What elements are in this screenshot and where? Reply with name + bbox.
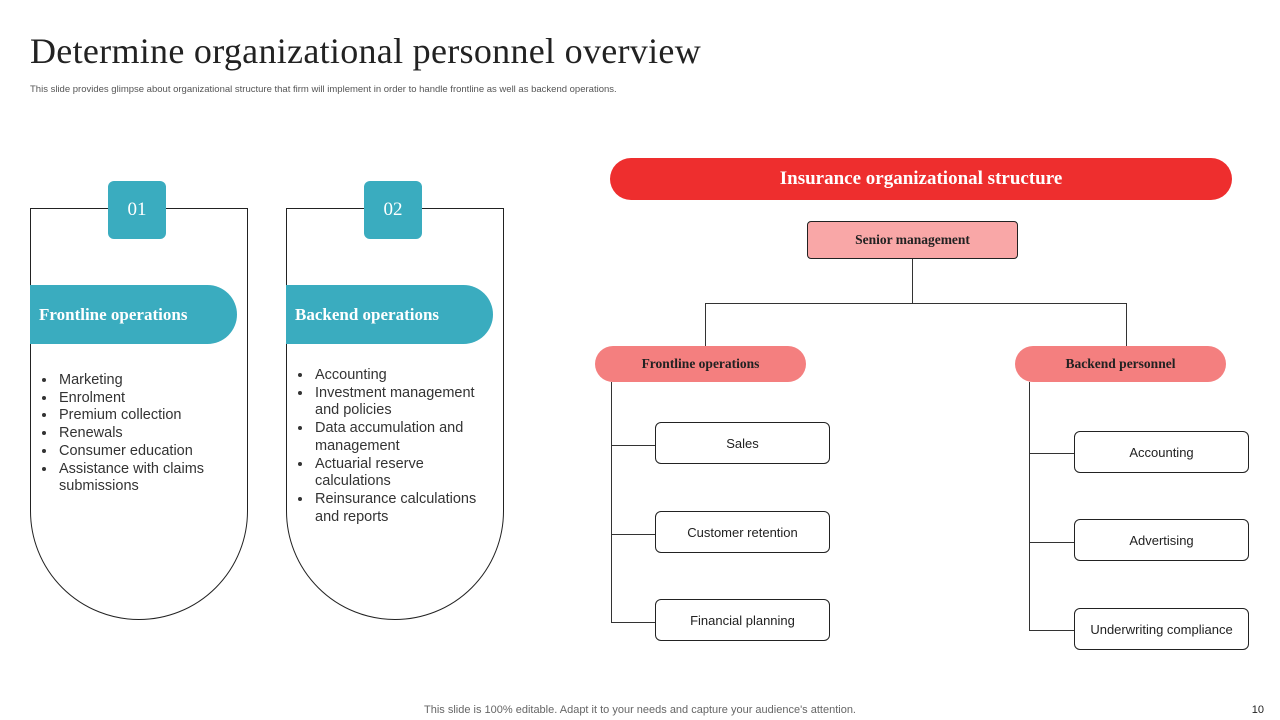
org-branch-backend: Backend personnel [1015,346,1226,382]
list-item: Assistance with claims submissions [57,461,237,496]
connector-line [611,445,655,446]
connector-line [1029,382,1030,631]
list-item: Accounting [313,367,493,385]
card-item-list: Accounting Investment management and pol… [295,367,493,526]
org-leaf-node: Advertising [1074,519,1249,561]
card-item-list: Marketing Enrolment Premium collection R… [39,372,237,496]
list-item: Reinsurance calculations and reports [313,491,493,526]
connector-line [1029,542,1074,543]
slide-subtitle: This slide provides glimpse about organi… [30,84,617,95]
connector-line [1029,630,1074,631]
card-number-badge: 02 [364,181,422,239]
org-leaf-node: Sales [655,422,830,464]
org-leaf-node: Financial planning [655,599,830,641]
connector-line [1029,453,1074,454]
connector-line [705,303,1127,304]
org-root-node: Senior management [807,221,1018,259]
card-frontline: 01 Frontline operations Marketing Enrolm… [30,181,248,620]
card-header: Backend operations [286,285,493,344]
connector-line [705,303,706,346]
slide-title: Determine organizational personnel overv… [30,31,701,71]
list-item: Data accumulation and management [313,420,493,455]
connector-line [1126,303,1127,346]
card-header: Frontline operations [30,285,237,344]
connector-line [912,259,913,304]
slide-footer: This slide is 100% editable. Adapt it to… [424,704,856,716]
page-number: 10 [1251,704,1264,716]
list-item: Investment management and policies [313,385,493,420]
list-item: Actuarial reserve calculations [313,456,493,491]
list-item: Renewals [57,425,237,443]
connector-line [611,622,655,623]
connector-line [611,382,612,623]
list-item: Enrolment [57,390,237,408]
org-leaf-node: Customer retention [655,511,830,553]
connector-line [611,534,655,535]
org-branch-frontline: Frontline operations [595,346,806,382]
org-leaf-node: Underwriting compliance [1074,608,1249,650]
list-item: Consumer education [57,443,237,461]
org-leaf-node: Accounting [1074,431,1249,473]
list-item: Premium collection [57,407,237,425]
card-backend: 02 Backend operations Accounting Investm… [286,181,504,620]
list-item: Marketing [57,372,237,390]
card-number-badge: 01 [108,181,166,239]
org-chart-banner: Insurance organizational structure [610,158,1232,200]
